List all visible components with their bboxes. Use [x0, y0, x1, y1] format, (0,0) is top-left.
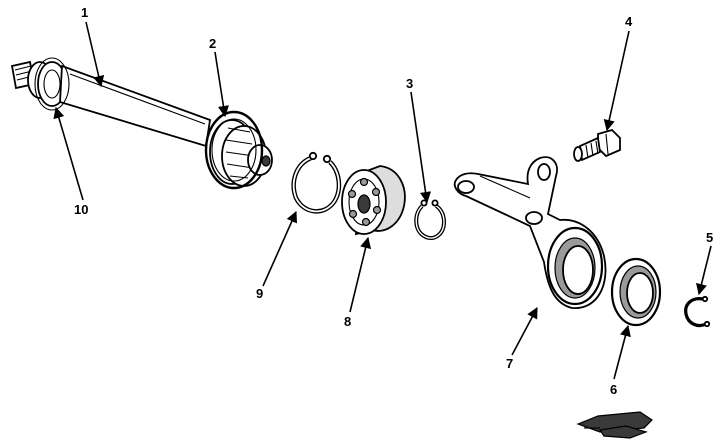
support-bracket	[453, 156, 607, 309]
retaining-ring	[684, 295, 711, 328]
callout-2: 2	[209, 36, 216, 51]
thrust-washer	[204, 110, 264, 190]
callout-6: 6	[610, 382, 617, 397]
tool-icon	[576, 411, 653, 439]
callout-8: 8	[344, 314, 351, 329]
mounting-bolt	[573, 128, 621, 162]
callout-labels: 1 2 3 4 5 6 7 8 9 10	[74, 5, 713, 397]
callout-9: 9	[256, 286, 263, 301]
callout-5: 5	[706, 230, 713, 245]
callout-1: 1	[81, 5, 88, 20]
shaft-seal	[34, 57, 70, 111]
callout-7: 7	[506, 356, 513, 371]
snap-ring-large	[291, 151, 342, 214]
leader-lines	[53, 21, 712, 380]
callout-4: 4	[625, 14, 633, 29]
axle-shaft	[10, 60, 273, 187]
callout-3: 3	[406, 76, 413, 91]
callout-10: 10	[74, 202, 88, 217]
oil-seal	[610, 257, 662, 327]
ball-bearing	[341, 165, 406, 236]
snap-ring-small	[414, 199, 447, 241]
